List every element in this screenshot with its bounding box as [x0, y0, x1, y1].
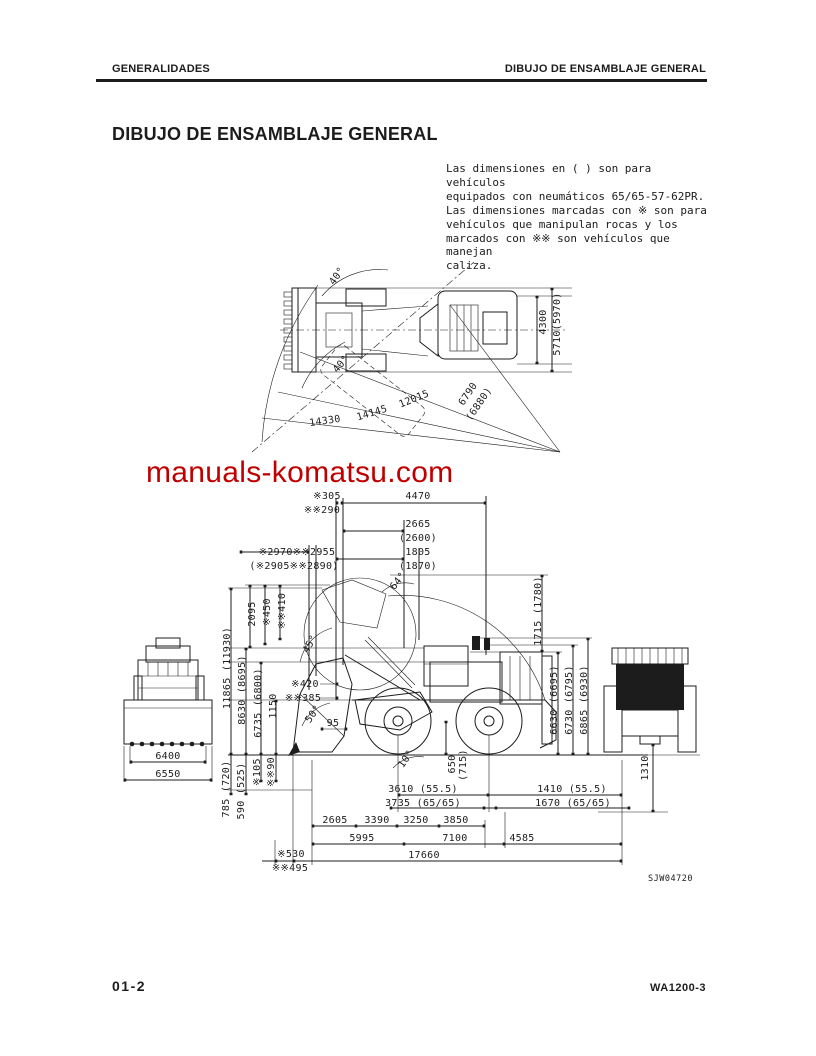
dim-label-angle-upper: 40° — [327, 265, 347, 287]
dim-label-1715: 1715 (1780) — [533, 576, 544, 646]
dim-label-715: (715) — [458, 749, 469, 781]
dim-label-6730: 6730 (6795) — [564, 665, 575, 735]
dim-label-290: ※※290 — [304, 505, 340, 516]
dim-label-1670: 1670 (65/65) — [535, 798, 611, 809]
top-view-linework — [251, 261, 572, 453]
model-number: WA1200-3 — [650, 982, 706, 994]
dim-label-3250: 3250 — [403, 815, 428, 826]
intro-line: Las dimensiones en ( ) son para vehículo… — [446, 162, 652, 189]
dim-label-2970-2955: ※2970※※2955 — [259, 547, 336, 558]
intro-paragraph: Las dimensiones en ( ) son para vehículo… — [446, 162, 714, 273]
dim-label-495: ※※495 — [272, 863, 308, 874]
dim-label-530: ※530 — [277, 849, 305, 860]
dim-label-95: 95 — [327, 718, 340, 729]
dim-label-3735: 3735 (65/65) — [385, 798, 461, 809]
dim-label-1310: 1310 — [640, 755, 651, 780]
dim-label-1410: 1410 (55.5) — [537, 784, 607, 795]
intro-line: equipados con neumáticos 65/65-57-62PR. — [446, 189, 705, 203]
dim-label-4585: 4585 — [509, 833, 534, 844]
dim-label-6865: 6865 (6930) — [579, 665, 590, 735]
intro-line: marcados con ※※ son vehículos que maneja… — [446, 231, 670, 259]
dim-label-1805: 1805 — [405, 547, 430, 558]
dim-label-410: ※※410 — [277, 593, 288, 629]
dim-label-105: ※105 — [252, 758, 263, 786]
dim-label-6630: 6630 (6695) — [549, 665, 560, 735]
dim-label-3390: 3390 — [364, 815, 389, 826]
dim-label-385: ※※385 — [285, 693, 321, 704]
intro-line: Las dimensiones marcadas con ※ son para — [446, 203, 707, 217]
header-section-label: GENERALIDADES — [112, 63, 210, 75]
intro-line: vehículos que manipulan rocas y los — [446, 217, 678, 231]
dim-label-14330: 14330 — [309, 414, 342, 429]
rear-view-linework — [598, 647, 700, 813]
dim-label-2605: 2605 — [322, 815, 347, 826]
dim-label-11865: 11865 (11930) — [222, 627, 233, 709]
dim-label-4470: 4470 — [405, 491, 430, 502]
dim-label-angle-64: 64° — [388, 570, 408, 592]
dim-label-17660: 17660 — [408, 850, 440, 861]
dim-label-2665: 2665 — [405, 519, 430, 530]
side-view-linework — [228, 496, 648, 865]
dim-label-1150: 1150 — [268, 693, 279, 718]
dim-label-12015: 12015 — [397, 388, 430, 410]
dim-label-6735: 6735 (6800) — [253, 668, 264, 738]
dim-label-5995: 5995 — [349, 833, 374, 844]
dim-label-6400: 6400 — [155, 751, 180, 762]
dim-label-2600: (2600) — [399, 533, 437, 544]
dim-label-450: ※450 — [262, 598, 273, 626]
dim-label-1870: (1870) — [399, 561, 437, 572]
dim-label-6550: 6550 — [155, 769, 180, 780]
front-view-linework — [123, 637, 213, 782]
dim-label-3610: 3610 (55.5) — [388, 784, 458, 795]
side-view-labels: ※305 ※※290 4470 2665 (2600) 1805 (1870) … — [155, 491, 651, 874]
dim-label-3850: 3850 — [443, 815, 468, 826]
dim-label-5710: 5710(5970) — [552, 292, 563, 355]
dim-label-14145: 14145 — [355, 404, 388, 424]
dim-label-2905-2890: (※2905※※2890) — [249, 561, 338, 572]
header-rule — [96, 79, 707, 82]
dim-label-4300: 4300 — [538, 309, 549, 334]
dim-label-590: 590 (525) — [236, 763, 247, 820]
dim-label-650: 650 — [447, 755, 458, 774]
watermark: manuals-komatsu.com — [146, 456, 454, 489]
dim-label-8630: 8630 (8695) — [237, 655, 248, 725]
page-number: 01-2 — [112, 978, 147, 994]
dim-label-305: ※305 — [313, 491, 341, 502]
header-chapter-label: DIBUJO DE ENSAMBLAJE GENERAL — [504, 63, 706, 75]
page-title: DIBUJO DE ENSAMBLAJE GENERAL — [112, 124, 438, 144]
dim-label-90: ※※90 — [266, 757, 277, 787]
intro-line: caliza. — [446, 259, 493, 273]
dim-label-420: ※420 — [291, 679, 319, 690]
dim-label-2095: 2095 — [247, 601, 258, 626]
drawing-code: SJW04720 — [648, 874, 693, 884]
dim-label-angle-10: 10° — [396, 748, 416, 770]
dim-label-7100: 7100 — [442, 833, 467, 844]
dim-label-785: 785 (720) — [221, 761, 232, 818]
